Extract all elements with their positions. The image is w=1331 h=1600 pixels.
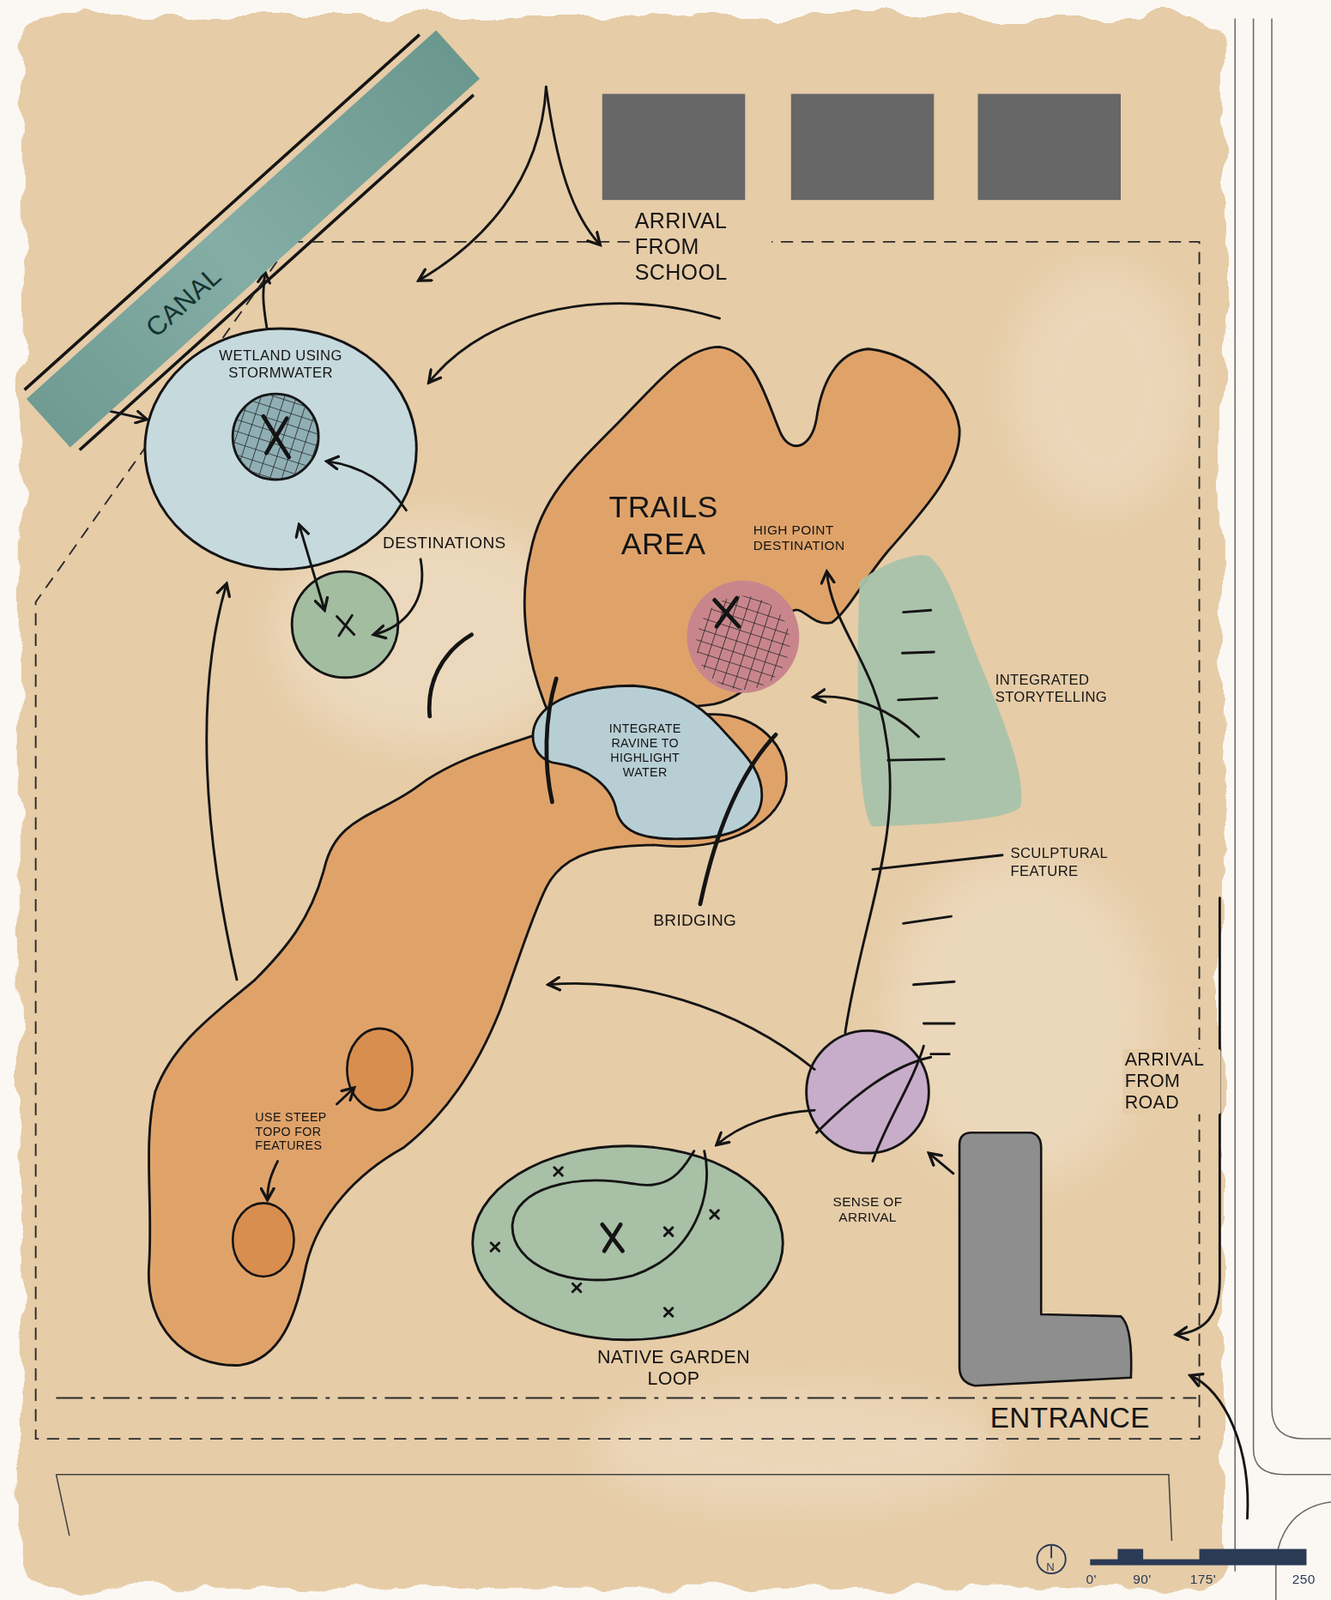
zone-outline — [145, 328, 417, 570]
annotation-text: 0' — [1086, 1572, 1097, 1588]
flow-arrow — [263, 272, 267, 327]
north-arrow — [1036, 1545, 1065, 1574]
annotation-text: 90' — [1132, 1572, 1151, 1588]
north-arrow — [1050, 1546, 1053, 1559]
flow-arrow — [826, 571, 890, 1034]
path-line — [816, 1057, 932, 1133]
flow-arrow — [110, 411, 148, 419]
annotation-text: ENTRANCE — [987, 1401, 1152, 1435]
annotation-text: N — [1046, 1560, 1055, 1574]
high-point — [686, 580, 799, 694]
annotation: 250 — [1292, 1572, 1316, 1588]
topo-feature — [232, 1203, 294, 1277]
pointer-arrow — [337, 1088, 355, 1105]
annotation: 175' — [1190, 1572, 1217, 1588]
bridge-line — [429, 635, 472, 717]
road-line — [1271, 18, 1331, 1440]
pointer-arrow — [326, 461, 407, 511]
annotation-text: INTEGRATED STORYTELLING — [995, 671, 1151, 706]
destination-circle — [291, 571, 399, 678]
x-mark — [337, 615, 355, 636]
flow-arrow — [429, 303, 720, 383]
zone-label: TRAILS AREA — [581, 489, 745, 562]
annotation: 0' — [1086, 1572, 1097, 1588]
flow-arrow — [928, 1153, 954, 1174]
topo-feature — [346, 1028, 412, 1111]
arrival-plaza — [806, 1030, 930, 1154]
annotation: ENTRANCE — [987, 1401, 1152, 1435]
annotation-text: ARRIVAL FROM ROAD — [1122, 1049, 1221, 1115]
bridge-line — [546, 678, 557, 803]
annotation: 90' — [1132, 1572, 1151, 1588]
annotation-text: SCULPTURAL FEATURE — [1010, 845, 1155, 879]
zone-label: WETLAND USING STORMWATER — [199, 347, 363, 382]
x-mark — [714, 598, 740, 627]
sculpture-marks — [903, 916, 955, 1055]
leader-line — [872, 855, 1003, 871]
story-marks — [888, 610, 944, 761]
annotation-text: ARRIVAL FROM SCHOOL — [632, 209, 772, 285]
flow-arrow — [1175, 898, 1220, 1336]
flow-arrow — [206, 583, 237, 980]
road-line — [1253, 18, 1331, 1475]
annotation: HIGH POINT DESTINATION — [753, 522, 889, 554]
flow-arrow — [545, 86, 600, 245]
zone-label: CANAL — [127, 248, 239, 355]
annotation: SENSE OF ARRIVAL — [814, 1194, 921, 1226]
annotation: INTEGRATED STORYTELLING — [995, 671, 1151, 706]
annotation: ARRIVAL FROM ROAD — [1122, 1049, 1221, 1115]
path-line — [872, 1046, 924, 1162]
annotation: NATIVE GARDEN LOOP — [581, 1347, 766, 1392]
flow-arrow — [418, 86, 547, 281]
annotation-text: 250 — [1292, 1572, 1316, 1588]
annotation-text: DESTINATIONS — [382, 533, 507, 553]
wetland-destination — [232, 393, 319, 480]
annotation: N — [1046, 1560, 1055, 1574]
site-zone: INTEGRATE RAVINE TO HIGHLIGHT WATER — [526, 678, 771, 847]
zone-label: INTEGRATE RAVINE TO HIGHLIGHT WATER — [592, 721, 699, 780]
wash-patch — [1010, 265, 1195, 510]
annotation-text: 175' — [1190, 1572, 1217, 1588]
annotation: DESTINATIONS — [382, 533, 507, 553]
annotation-text: NATIVE GARDEN LOOP — [581, 1347, 766, 1392]
bridge-line — [700, 734, 776, 904]
native-garden — [472, 1146, 784, 1341]
flow-arrow — [1190, 1375, 1248, 1519]
flow-arrow — [298, 524, 325, 611]
canal-bank — [24, 34, 420, 390]
school-building — [602, 93, 746, 200]
x-mark — [263, 416, 290, 458]
parking-lot — [959, 1132, 1132, 1386]
annotation: BRIDGING — [653, 911, 737, 931]
property-line — [55, 1475, 1172, 1542]
annotation: USE STEEP TOPO FOR FEATURES — [254, 1110, 352, 1155]
garden-loop — [512, 1151, 708, 1281]
annotation-text: BRIDGING — [653, 911, 737, 931]
x-mark — [602, 1224, 624, 1252]
x-mark — [490, 1167, 719, 1318]
annotation-text: SENSE OF ARRIVAL — [814, 1194, 921, 1226]
scale-bar — [1089, 1549, 1307, 1567]
annotation: ARRIVAL FROM SCHOOL — [632, 209, 772, 285]
setback-line — [55, 1397, 1197, 1400]
hatch-fill — [695, 596, 790, 690]
school-building — [791, 93, 935, 200]
school-building — [977, 93, 1121, 200]
wash-patch — [592, 1388, 1001, 1512]
flow-arrow — [813, 696, 920, 738]
site-boundary — [36, 242, 1200, 1440]
flow-arrow — [716, 1110, 815, 1145]
annotation-text: USE STEEP TOPO FOR FEATURES — [254, 1110, 352, 1155]
pointer-arrow — [373, 559, 423, 636]
annotation: SCULPTURAL FEATURE — [1010, 845, 1155, 879]
road-line — [1234, 18, 1236, 1572]
pointer-arrow — [267, 1161, 279, 1201]
site-ground — [20, 16, 1223, 1589]
hatch-fill — [232, 393, 319, 480]
flow-arrow — [548, 984, 815, 1071]
annotation-text: HIGH POINT DESTINATION — [753, 522, 889, 554]
